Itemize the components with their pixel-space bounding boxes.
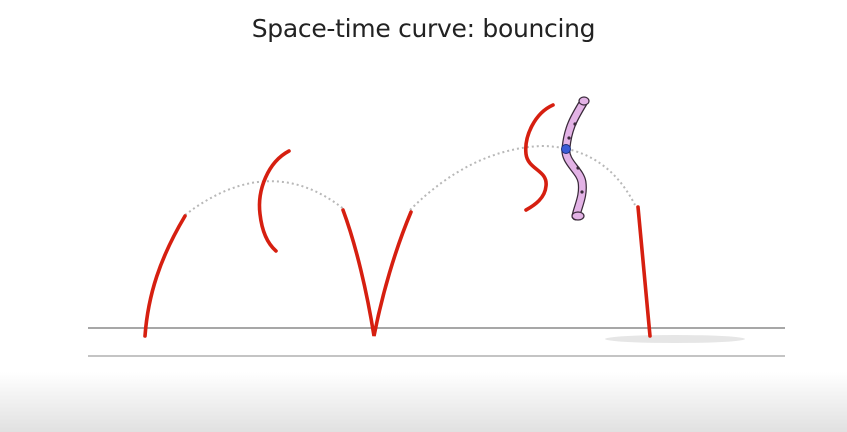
- slide-title: Space-time curve: bouncing: [251, 14, 596, 43]
- dotted-trajectory-2: [409, 144, 636, 211]
- sketch-stroke-s-curve: [524, 103, 555, 212]
- sketch-stroke-c-curve: [257, 149, 291, 253]
- dotted-trajectory-1: [184, 180, 346, 216]
- sketch-stroke-v-bounce: [341, 208, 413, 337]
- sketch-stroke-right-drop: [636, 205, 652, 338]
- control-point-handle[interactable]: [561, 144, 571, 154]
- sketch-stroke-left-rise: [143, 214, 187, 338]
- mannequin-figure: [561, 96, 590, 221]
- ground-shadow: [605, 335, 745, 343]
- bottom-shade: [0, 372, 847, 432]
